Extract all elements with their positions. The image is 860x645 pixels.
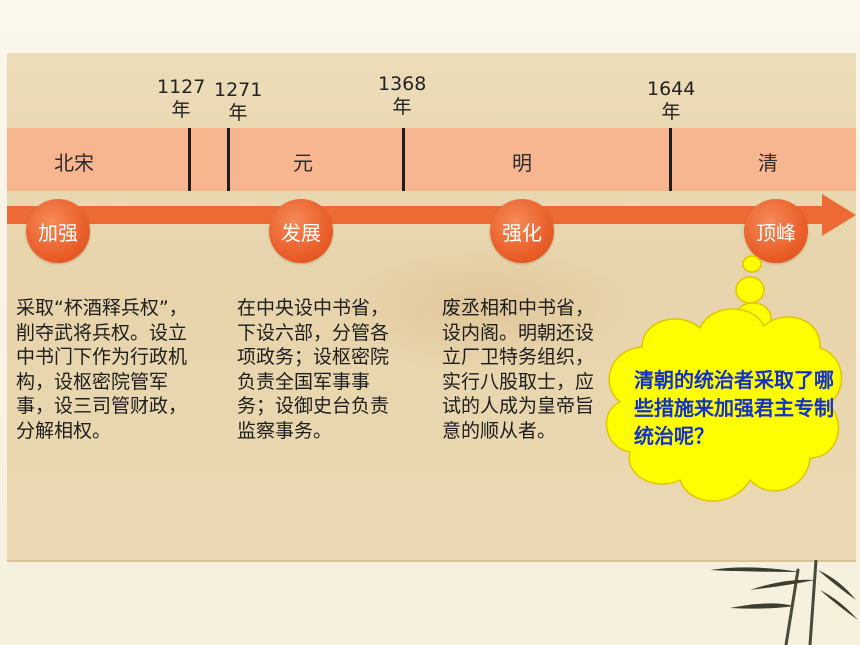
divider-1271 <box>227 128 230 191</box>
bamboo-stalk <box>808 560 818 645</box>
year-label-1271: 1271 年 <box>214 79 262 125</box>
dynasty-yuan: 元 <box>293 151 313 175</box>
year-number: 1127 <box>157 76 206 98</box>
year-label-1644: 1644 年 <box>647 78 695 124</box>
year-number: 1644 <box>647 78 696 100</box>
bamboo-leaf <box>818 570 856 600</box>
stage-circle-intensify: 强化 <box>490 199 554 263</box>
timeline-arrow <box>7 194 856 236</box>
divider-1127 <box>188 128 191 191</box>
thought-cloud <box>605 255 843 502</box>
bamboo-decoration <box>710 560 858 645</box>
stage-circle-peak: 顶峰 <box>744 199 808 263</box>
question-text: 清朝的统治者采取了哪些措施来加强君主专制统治呢？ <box>634 368 834 448</box>
cloud-bubble-small <box>742 255 762 273</box>
bamboo-leaf <box>730 603 794 609</box>
stage-circle-develop: 发展 <box>269 199 333 263</box>
dynasty-band <box>7 128 856 191</box>
description-ming: 废丞相和中书省，设内阁。明朝还设立厂卫特务组织，实行八股取士，应试的人成为皇帝旨… <box>442 297 595 442</box>
stage-circle-strengthen: 加强 <box>26 199 90 263</box>
dynasty-ming: 明 <box>512 151 532 175</box>
year-unit: 年 <box>171 99 191 121</box>
divider-1368 <box>402 128 405 191</box>
bamboo-leaf <box>820 590 858 620</box>
year-label-1127: 1127 年 <box>157 76 205 122</box>
dynasty-northern-song: 北宋 <box>54 151 94 175</box>
year-number: 1368 <box>378 73 427 95</box>
bamboo-leaf <box>710 567 800 572</box>
dynasty-qing: 清 <box>758 151 778 175</box>
description-yuan: 在中央设中书省，下设六部，分管各项政务；设枢密院负责全国军事事务；设御史台负责监… <box>237 297 390 442</box>
bamboo-leaf <box>750 579 815 590</box>
description-northern-song: 采取“杯酒释兵权”，削夺武将兵权。设立中书门下作为行政机构，设枢密院管军事，设三… <box>16 297 188 442</box>
year-unit: 年 <box>661 101 681 123</box>
year-number: 1271 <box>214 79 263 101</box>
cloud-body <box>605 308 843 502</box>
year-unit: 年 <box>228 102 248 124</box>
divider-1644 <box>669 128 672 191</box>
cloud-bubble-medium <box>735 276 765 304</box>
year-label-1368: 1368 年 <box>378 73 426 119</box>
year-unit: 年 <box>392 96 412 118</box>
arrow-shape <box>7 194 856 236</box>
